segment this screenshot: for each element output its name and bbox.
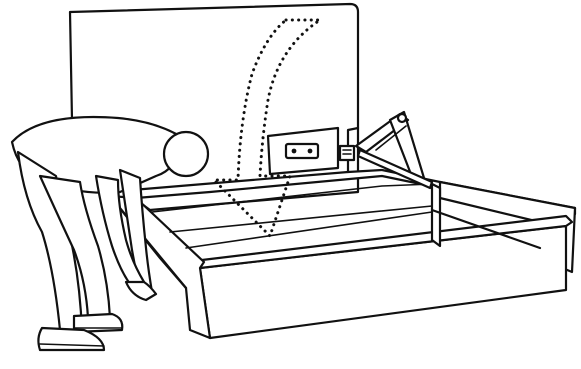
person-head bbox=[164, 132, 208, 176]
assembler-figure bbox=[12, 117, 208, 350]
